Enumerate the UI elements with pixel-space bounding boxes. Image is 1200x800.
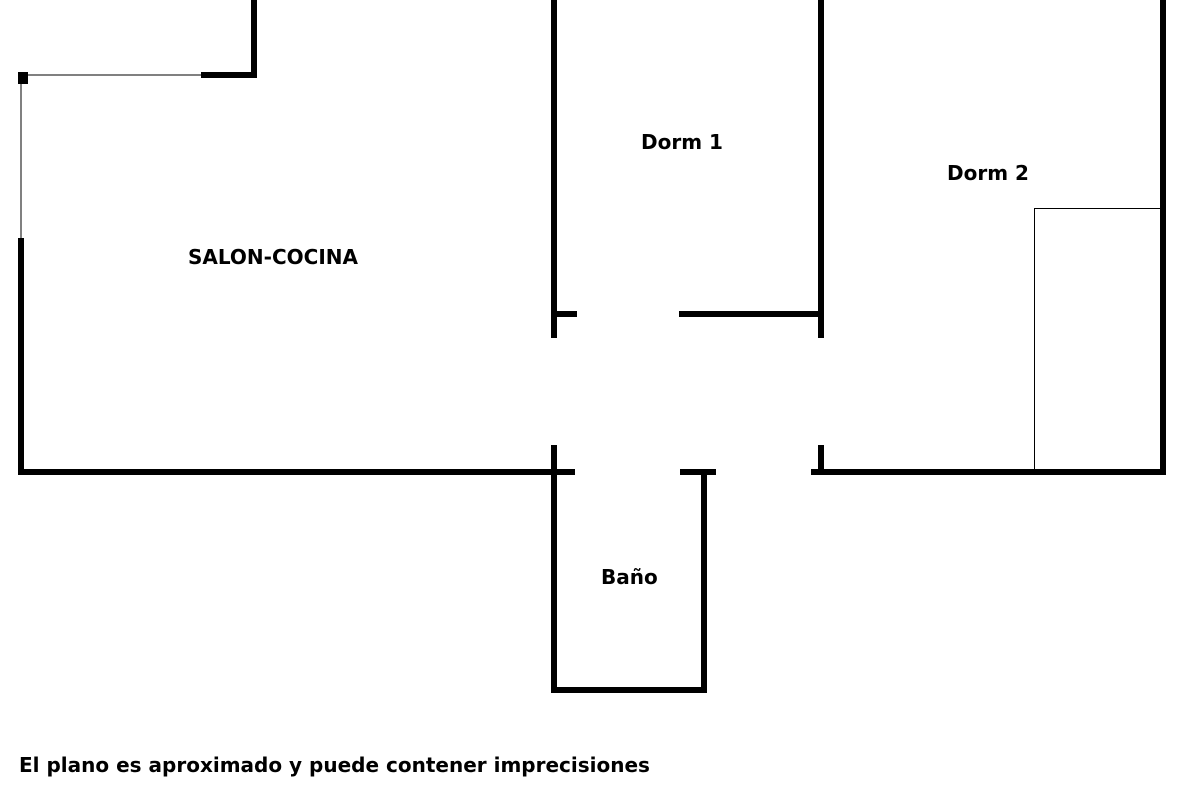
wall-dorm1-bottom-right — [679, 311, 824, 317]
wall-salon-bottom — [18, 469, 575, 475]
wall-bano-left — [551, 469, 557, 693]
wall-hall-left-stub — [551, 445, 557, 475]
wall-salon-corner — [18, 72, 28, 84]
room-label-dorm2: Dorm 2 — [947, 161, 1029, 185]
wall-dorm1-bottom-left — [551, 311, 577, 317]
room-label-salon-cocina: SALON-COCINA — [188, 245, 358, 269]
wall-salon-top-ledge — [201, 72, 257, 78]
wall-bano-bottom — [551, 687, 707, 693]
wall-salon-top-stub — [251, 0, 257, 77]
disclaimer-note: El plano es aproximado y puede contener … — [19, 753, 650, 777]
wall-dorm1-right — [818, 0, 824, 338]
room-label-bano: Baño — [601, 565, 658, 589]
wall-dorm2-door-stub — [818, 445, 824, 475]
wall-bano-right — [701, 469, 707, 693]
wall-bano-top-right — [680, 469, 716, 475]
wall-dorm2-right — [1160, 0, 1166, 475]
wall-dorm2-bottom — [811, 469, 1166, 475]
room-label-dorm1: Dorm 1 — [641, 130, 723, 154]
wall-dorm1-left — [551, 0, 557, 338]
wall-salon-left — [18, 238, 24, 474]
wardrobe-dorm2 — [1034, 208, 1161, 472]
